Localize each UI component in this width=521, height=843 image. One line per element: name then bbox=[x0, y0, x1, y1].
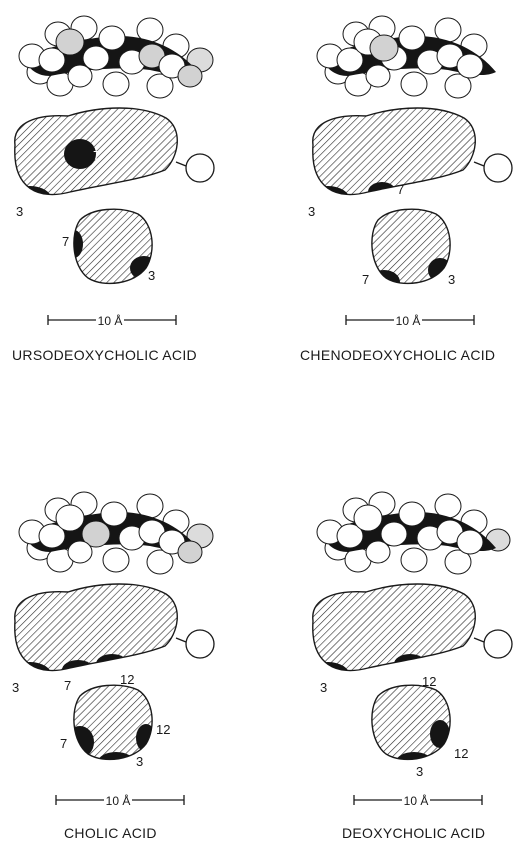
side-view-outline: 3 7 12 bbox=[12, 583, 215, 695]
compound-name: DEOXYCHOLIC ACID bbox=[342, 825, 485, 841]
scale-bar: 10 Å bbox=[47, 313, 177, 328]
side-view-outline: 3 7 bbox=[14, 107, 215, 219]
end-label: 3 bbox=[416, 764, 423, 779]
end-label: 7 bbox=[62, 234, 69, 249]
end-label: 12 bbox=[454, 746, 468, 761]
end-view-outline: 12 3 bbox=[371, 684, 468, 779]
side-label: 12 bbox=[120, 672, 134, 687]
end-label: 7 bbox=[362, 272, 369, 287]
scale-bar: 10 Å bbox=[353, 793, 483, 808]
space-filling-model bbox=[316, 491, 511, 575]
svg-text:10 Å: 10 Å bbox=[404, 793, 429, 808]
end-label: 3 bbox=[448, 272, 455, 287]
compound-name: URSODEOXYCHOLIC ACID bbox=[12, 347, 197, 363]
end-view-outline: 7 12 3 bbox=[60, 684, 170, 769]
scale-bar: 10 Å bbox=[345, 313, 475, 328]
space-filling-model bbox=[18, 15, 214, 99]
end-label: 7 bbox=[60, 736, 67, 751]
side-view-outline: 3 12 bbox=[312, 583, 513, 695]
panel-chenodeoxycholic: 3 7 7 3 10 Å CHENODEOXYCHOLIC ACID bbox=[300, 15, 513, 363]
side-label: 3 bbox=[16, 204, 23, 219]
svg-text:10 Å: 10 Å bbox=[396, 313, 421, 328]
end-label: 3 bbox=[148, 268, 155, 283]
panel-deoxycholic: 3 12 12 3 10 Å DEOXYCHOLIC ACID bbox=[312, 491, 513, 841]
scale-bar: 10 Å bbox=[55, 793, 185, 808]
svg-text:10 Å: 10 Å bbox=[106, 793, 131, 808]
side-label: 3 bbox=[320, 680, 327, 695]
panel-cholic: 3 7 12 7 12 3 10 Å CHOLIC ACID bbox=[12, 491, 215, 841]
end-view-outline: 7 3 bbox=[362, 208, 455, 287]
end-label: 3 bbox=[136, 754, 143, 769]
compound-name: CHOLIC ACID bbox=[64, 825, 157, 841]
side-label: 7 bbox=[397, 182, 404, 197]
side-label: 3 bbox=[308, 204, 315, 219]
svg-text:10 Å: 10 Å bbox=[98, 313, 123, 328]
side-label: 7 bbox=[93, 148, 100, 163]
side-label: 3 bbox=[12, 680, 19, 695]
side-label: 7 bbox=[64, 678, 71, 693]
side-view-outline: 3 7 bbox=[308, 107, 513, 219]
end-label: 12 bbox=[156, 722, 170, 737]
space-filling-model bbox=[18, 491, 214, 575]
compound-name: CHENODEOXYCHOLIC ACID bbox=[300, 347, 495, 363]
panel-ursodeoxycholic: 3 7 7 3 10 Å URSODEOXYCHOLIC ACID bbox=[12, 15, 215, 363]
space-filling-model bbox=[316, 15, 496, 99]
end-view-outline: 7 3 bbox=[62, 208, 155, 285]
side-label: 12 bbox=[422, 674, 436, 689]
